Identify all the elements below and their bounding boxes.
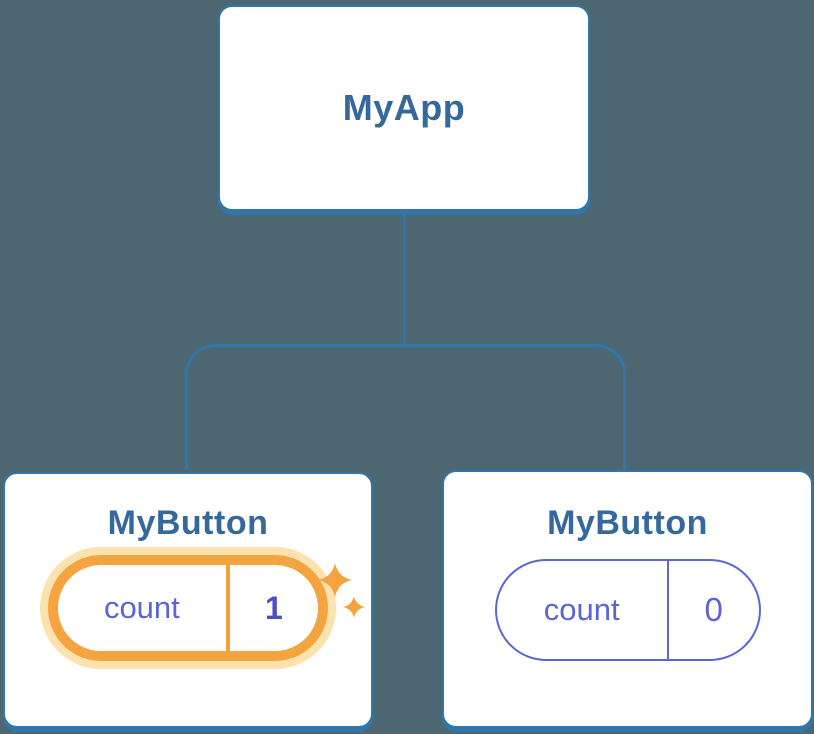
state-pill-highlighted: count 1 (48, 555, 328, 661)
state-value: 1 (264, 589, 283, 626)
child-node-title: MyButton (107, 504, 269, 542)
connector-bracket (185, 344, 626, 470)
root-node-card: MyApp (218, 5, 590, 211)
child-node-title: MyButton (547, 504, 708, 542)
state-value: 0 (704, 591, 723, 628)
state-pill: count 0 (494, 559, 761, 661)
connector-stem (403, 212, 406, 346)
child-node-card-right: MyButton count 0 (442, 470, 813, 728)
root-node-title: MyApp (342, 87, 466, 128)
state-label: count (103, 590, 180, 625)
state-value-cell: 0 (666, 561, 759, 659)
child-node-card-left: MyButton count 1 (3, 472, 373, 728)
state-label: count (543, 592, 620, 627)
state-value-cell: 1 (225, 565, 318, 651)
state-label-cell: count (58, 565, 226, 651)
state-label-cell: count (497, 561, 667, 659)
